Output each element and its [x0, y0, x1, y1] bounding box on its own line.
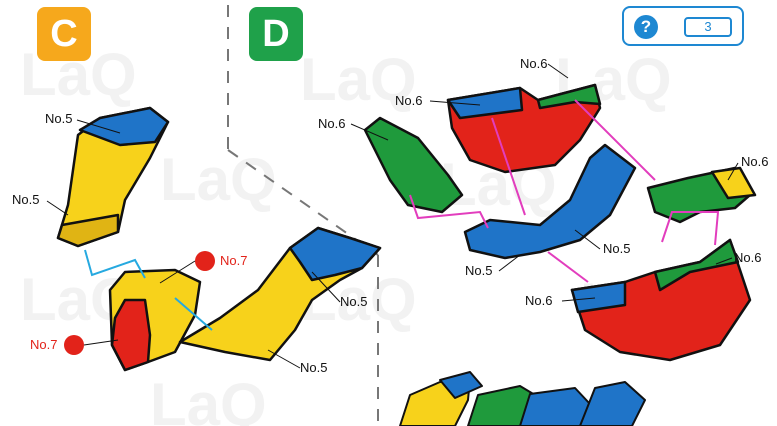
label-no5: No.5 — [465, 263, 492, 278]
panel-c-badge: C — [37, 7, 91, 61]
label-no7: No.7 — [30, 337, 57, 352]
label-no5: No.5 — [603, 241, 630, 256]
piece-d-green-right — [648, 168, 755, 222]
piece-c-left — [110, 270, 200, 370]
label-no6: No.6 — [318, 116, 345, 131]
label-no7: No.7 — [220, 253, 247, 268]
label-no5: No.5 — [45, 111, 72, 126]
question-circle-icon: ? — [634, 15, 658, 39]
label-no6: No.6 — [525, 293, 552, 308]
watermark-text: LaQ — [150, 371, 267, 426]
label-no6: No.6 — [734, 250, 761, 265]
panel-d-badge: D — [249, 7, 303, 61]
label-no6: No.6 — [741, 154, 768, 169]
hint-box: ? 3 — [622, 6, 744, 46]
label-no5: No.5 — [340, 294, 367, 309]
preview-pieces — [400, 372, 645, 426]
watermark-text: LaQ — [160, 146, 277, 213]
label-no5: No.5 — [12, 192, 39, 207]
piece-c-top — [58, 108, 168, 246]
label-no5: No.5 — [300, 360, 327, 375]
watermark-logo: LaQ — [160, 146, 277, 213]
label-no6: No.6 — [395, 93, 422, 108]
piece-number-icon: 3 — [684, 17, 732, 37]
piece-d-red-bottom — [572, 240, 750, 360]
piece-d-red-top — [448, 85, 600, 172]
watermark-logo: LaQ — [150, 371, 267, 426]
label-no6: No.6 — [520, 56, 547, 71]
